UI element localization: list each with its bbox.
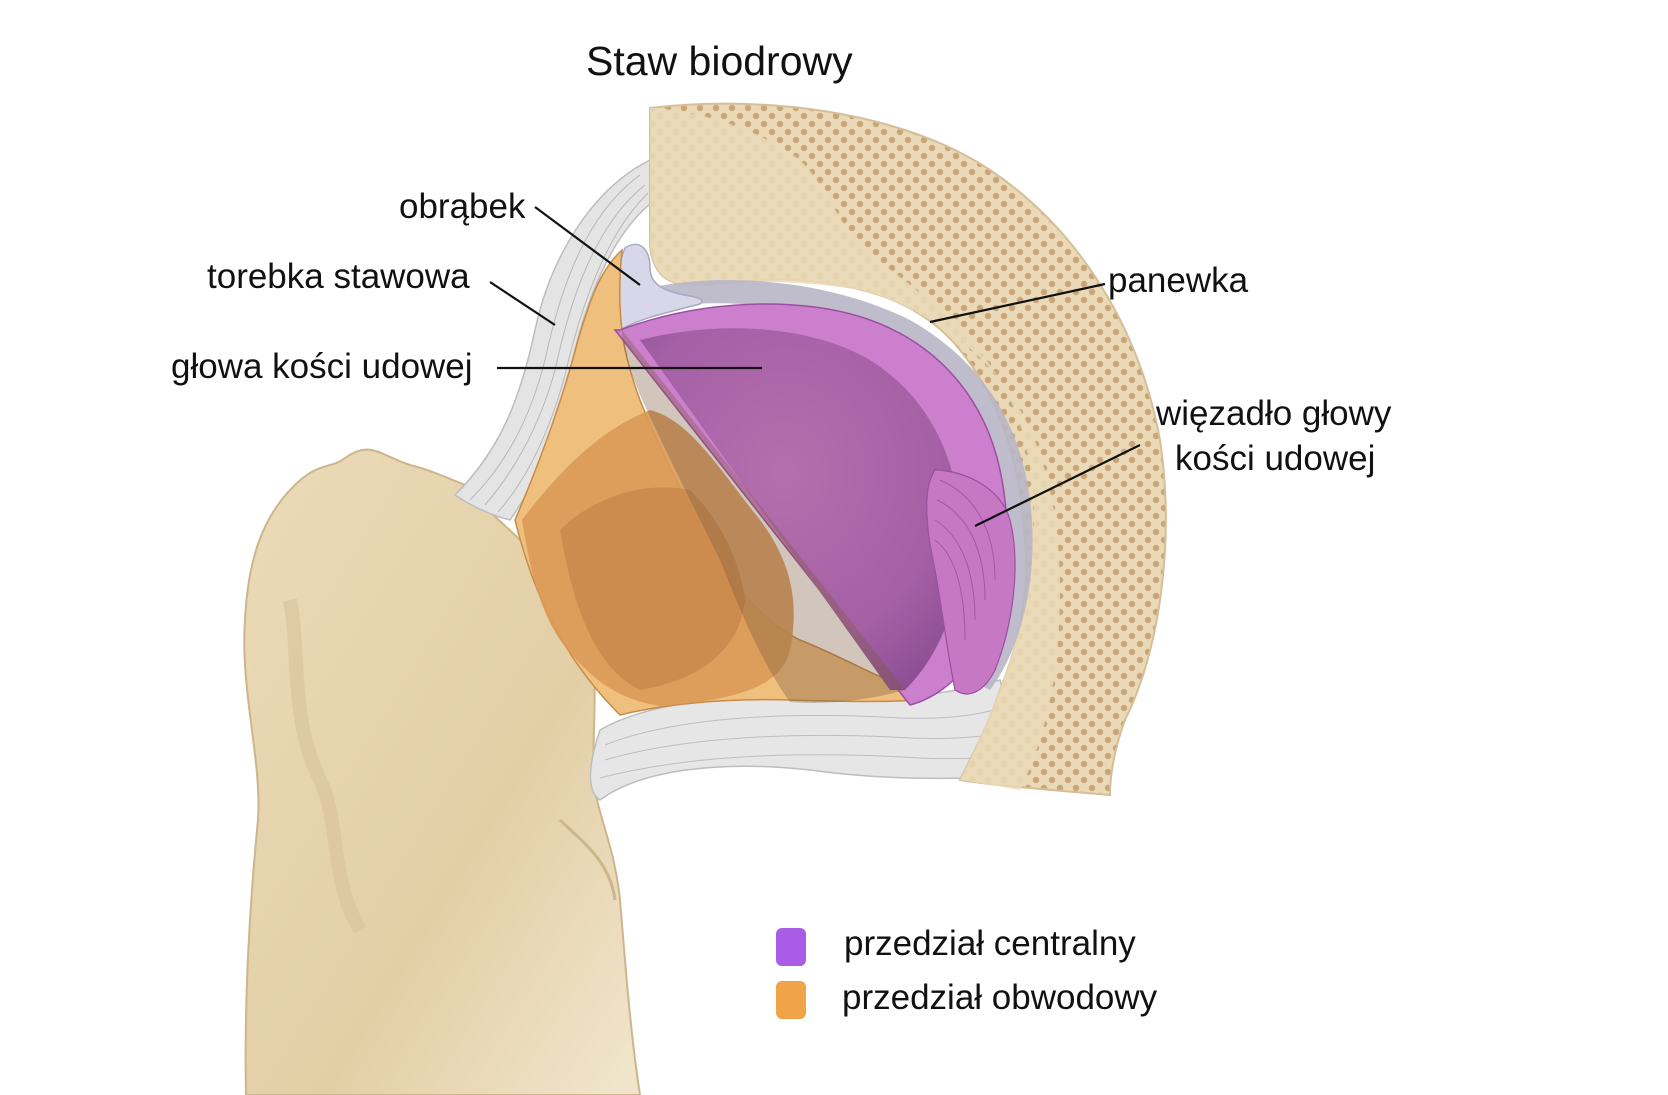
legend-label-peripheral: przedział obwodowy xyxy=(842,978,1158,1017)
leader-acetabulum xyxy=(929,282,1106,324)
label-joint-capsule: torebka stawowa xyxy=(207,257,470,296)
femoral-head xyxy=(640,328,961,690)
leader-labrum xyxy=(534,206,641,286)
leader-ligament xyxy=(974,444,1141,527)
label-ligament-line1: więzadło głowy xyxy=(1156,394,1392,433)
label-acetabulum: panewka xyxy=(1108,261,1249,300)
label-ligament-line2: kości udowej xyxy=(1175,439,1376,478)
leader-capsule xyxy=(489,281,556,326)
label-labrum: obrąbek xyxy=(399,187,526,226)
joint-capsule xyxy=(453,158,656,521)
legend-swatch-peripheral xyxy=(776,981,806,1019)
diagram-title: Staw biodrowy xyxy=(586,38,853,84)
femur-bone xyxy=(243,448,642,1095)
legend-swatch-central xyxy=(776,928,806,966)
label-femoral-head: głowa kości udowej xyxy=(171,347,473,386)
ligamentum-teres xyxy=(926,469,1016,695)
legend-label-central: przedział centralny xyxy=(844,924,1136,963)
